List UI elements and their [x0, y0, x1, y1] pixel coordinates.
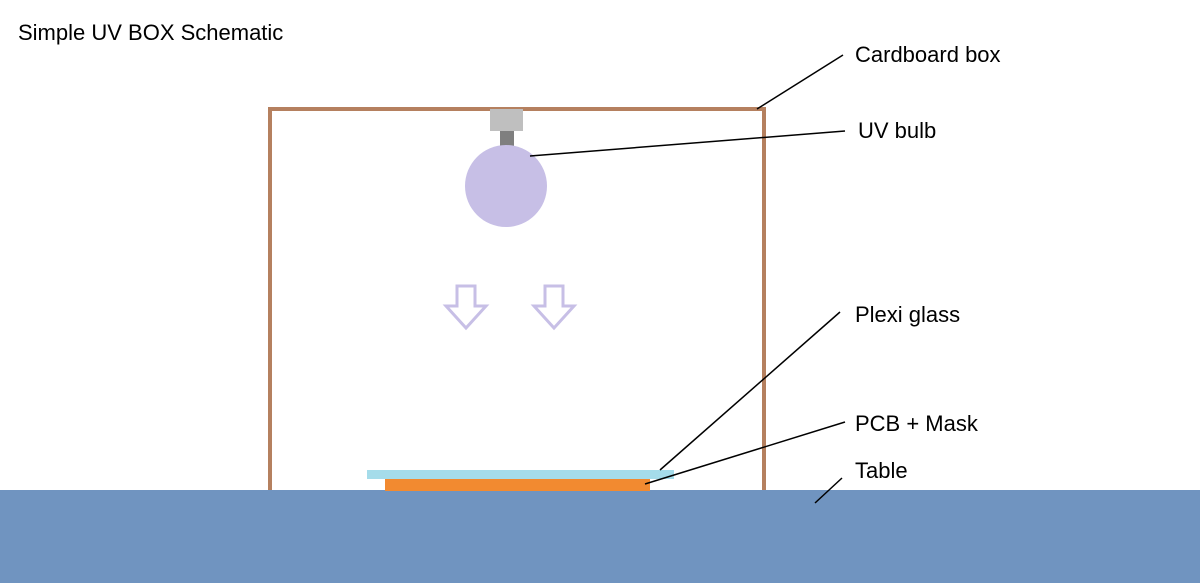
label-plexi-glass: Plexi glass [855, 302, 960, 327]
label-uv-bulb: UV bulb [858, 118, 936, 143]
bulb-socket [490, 109, 523, 131]
label-cardboard-box: Cardboard box [855, 42, 1001, 67]
uv-light-arrow-right [530, 284, 578, 331]
plexi-glass [367, 470, 674, 479]
leader-line-cardboard-box [756, 54, 844, 110]
diagram-title: Simple UV BOX Schematic [18, 20, 283, 45]
uv-light-arrow-left [442, 284, 490, 331]
leader-line-uv-bulb [529, 130, 846, 157]
pcb-mask [385, 479, 650, 491]
leader-line-plexi-glass [659, 311, 841, 471]
uv-bulb [465, 145, 547, 227]
table [0, 490, 1200, 583]
leader-line-pcb-mask [644, 421, 846, 485]
bulb-neck [500, 131, 514, 147]
label-pcb-mask: PCB + Mask [855, 411, 979, 436]
label-table: Table [855, 458, 908, 483]
leader-line-table [814, 477, 843, 504]
